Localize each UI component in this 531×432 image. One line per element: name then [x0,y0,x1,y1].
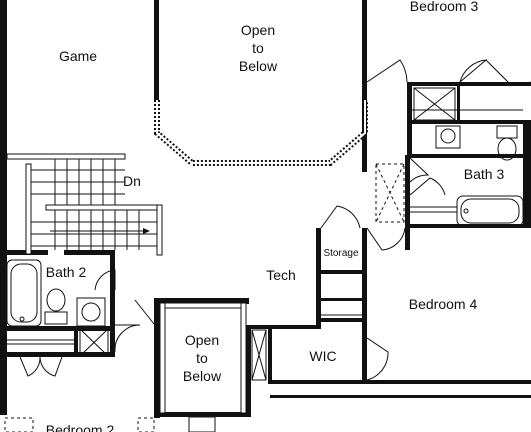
railing-bottom [159,302,247,414]
room-labels: Game Open to Below Bedroom 3 Bath 3 Dn B… [46,0,505,432]
room-label-bath-3: Bath 3 [464,166,505,182]
bottom-windows [4,416,216,432]
room-label-bedroom-4: Bedroom 4 [409,296,478,312]
room-label-open-to-below-bottom-2: to [196,350,208,366]
partition-lines [7,109,523,345]
room-label-open-to-below-bottom-1: Open [185,332,219,348]
railing-top [154,100,368,166]
room-label-open-to-below-top-3: Below [239,58,278,74]
room-label-bedroom-3: Bedroom 3 [410,0,479,14]
stair-treads [30,159,157,250]
bath-2-fixtures [6,259,109,357]
bath-3-fixtures [375,87,524,227]
stair-railing [6,153,163,256]
room-label-bath-2: Bath 2 [46,264,87,280]
room-label-bedroom-2: Bedroom 2 [46,422,115,432]
walls [0,0,531,418]
room-label-game: Game [59,48,97,64]
room-label-tech: Tech [266,267,296,283]
room-label-wic: WIC [309,348,336,364]
room-label-storage: Storage [323,248,358,259]
stair-label-dn: Dn [123,173,141,189]
room-label-open-to-below-top-1: Open [241,22,275,38]
room-label-open-to-below-top-2: to [252,40,264,56]
room-label-open-to-below-bottom-3: Below [183,368,222,384]
stair-arrow [50,228,150,234]
door-swings [19,59,531,381]
